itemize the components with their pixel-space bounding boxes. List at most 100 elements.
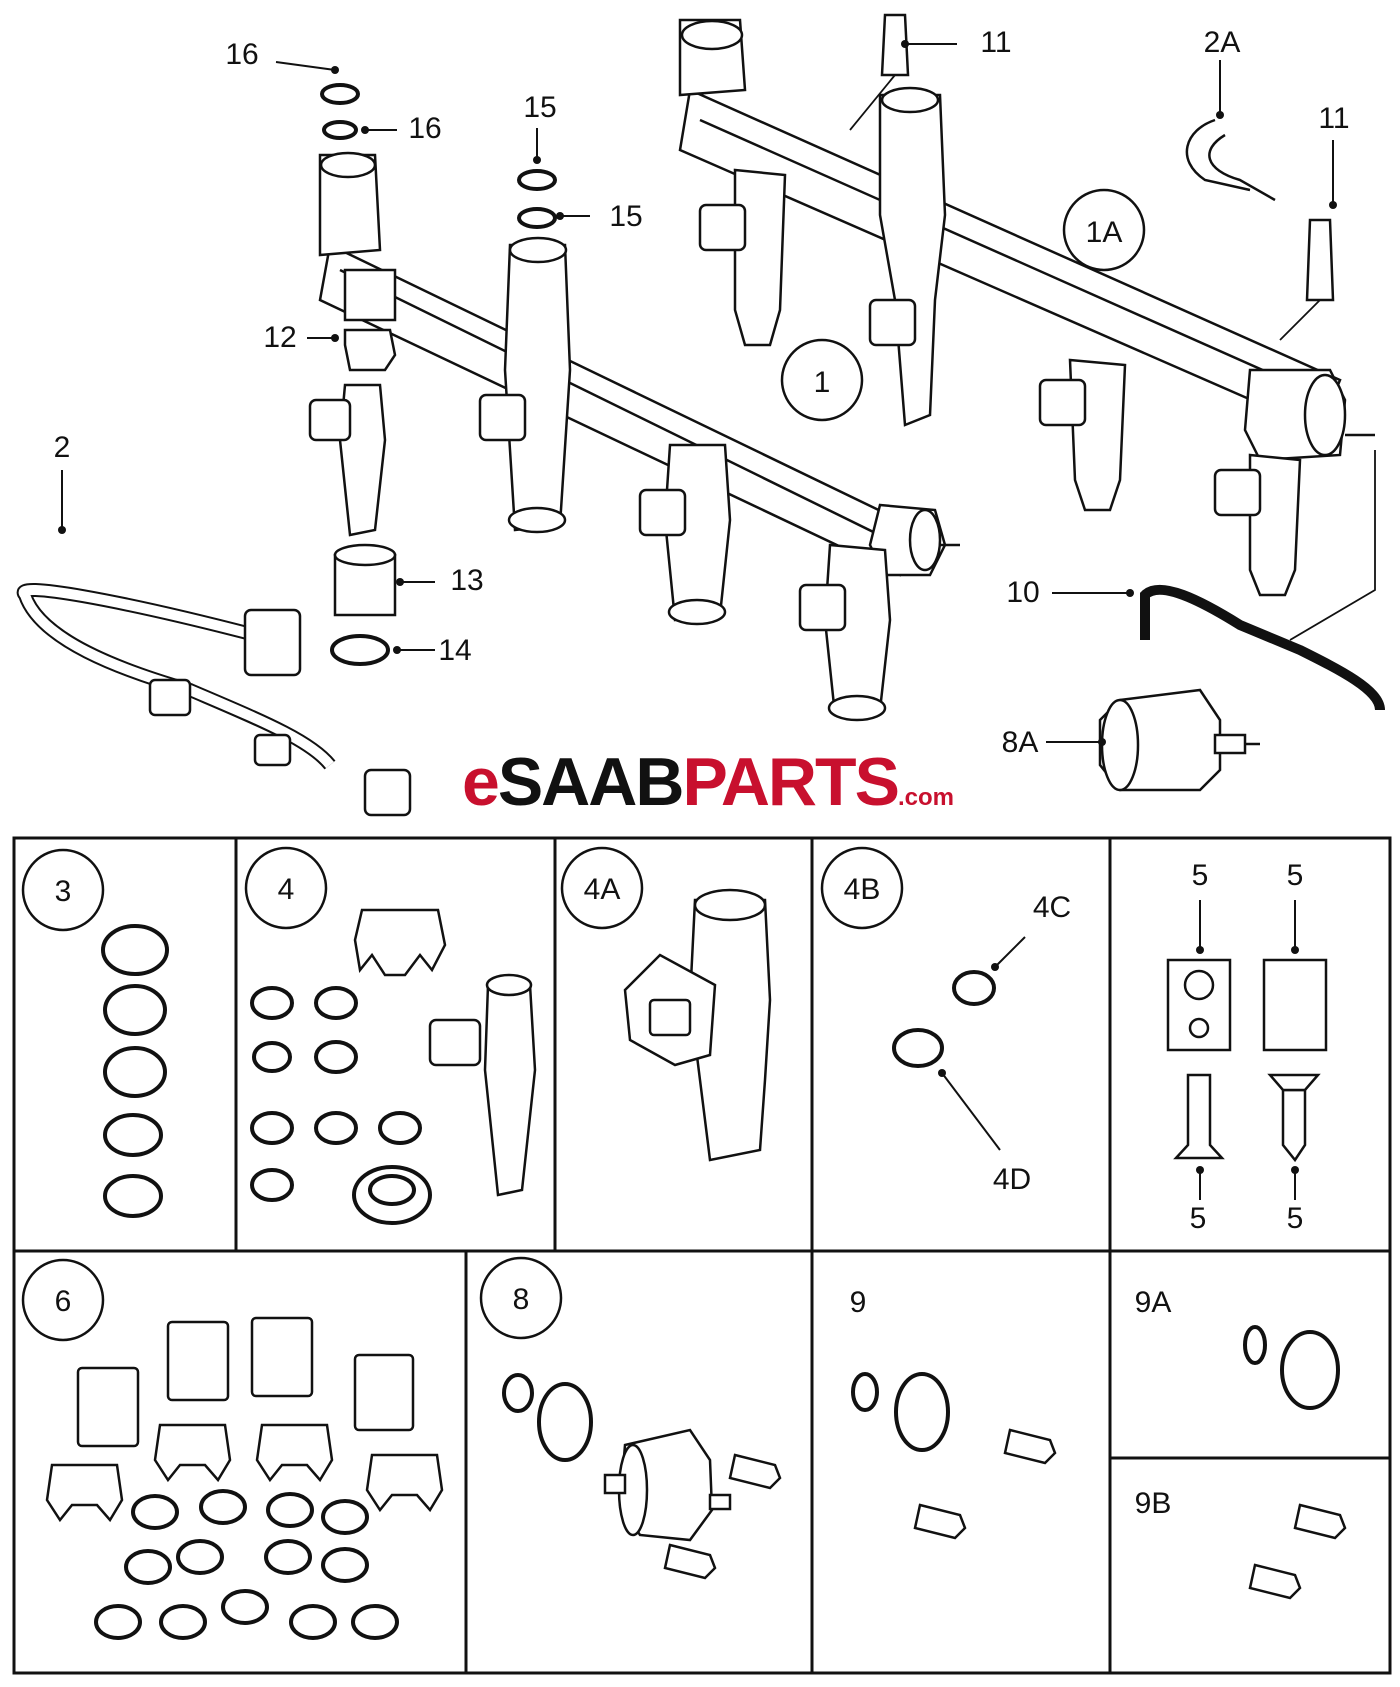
injector-icon (868, 86, 947, 427)
callout-5-bottom-right: 5 (1287, 1202, 1304, 1235)
o-ring-icon (94, 1604, 142, 1640)
exploded-injector-stack (308, 83, 397, 666)
svg-text:1A: 1A (1086, 216, 1123, 249)
o-ring-icon (378, 1111, 422, 1145)
o-ring-icon (314, 1111, 358, 1145)
hose-10 (1140, 584, 1385, 711)
o-ring-icon (124, 1549, 172, 1585)
panel-4A-injector: 4A (560, 846, 772, 1162)
esaabparts-logo: eSAABPARTS.com (462, 744, 954, 820)
callout-1: 1 (780, 338, 864, 422)
bolt-icon (663, 1543, 717, 1580)
injector-icon (623, 888, 772, 1162)
o-ring-icon (266, 1492, 314, 1528)
rear-injectors (698, 86, 1302, 597)
fuel-rail-1A (678, 18, 1375, 462)
fuel-rail-1 (318, 151, 960, 577)
svg-text:6: 6 (55, 1285, 72, 1318)
o-ring-icon (103, 984, 167, 1036)
svg-text:4: 4 (278, 873, 295, 906)
o-ring-icon (952, 970, 996, 1006)
bolt-icon (1003, 1428, 1057, 1465)
bolt-icon (913, 1503, 967, 1540)
o-ring-icon (1243, 1325, 1267, 1365)
panel-8-pressure-regulator-kit: 8 (479, 1256, 782, 1580)
o-ring-icon (517, 207, 557, 229)
panel-9-regulator-seals-bolts: 9 (850, 1286, 1057, 1540)
o-ring-icon (892, 1028, 944, 1068)
panel-9A-seals: 9A (1135, 1286, 1340, 1410)
callout-11: 11 (1318, 102, 1349, 135)
o-ring-icon (250, 1111, 294, 1145)
o-ring-icon (250, 1168, 294, 1202)
svg-text:1: 1 (814, 366, 831, 399)
injector-icon (638, 443, 732, 626)
callout-2: 2 (54, 431, 71, 464)
callout-15-top: 15 (523, 91, 556, 124)
callout-13: 13 (450, 564, 483, 597)
o-ring-icon (320, 83, 360, 105)
o-ring-icon (1280, 1330, 1340, 1410)
o-ring-icon (502, 1373, 534, 1413)
front-injectors (478, 236, 892, 722)
o-ring-icon (103, 1174, 163, 1218)
bolt-icon (1173, 1073, 1225, 1160)
o-ring-icon (321, 1499, 369, 1535)
o-ring-icon (103, 1046, 167, 1098)
clip-icon (45, 1463, 124, 1523)
o-ring-icon (851, 1372, 879, 1412)
o-ring-icon (351, 1604, 399, 1640)
callout-10: 10 (1006, 576, 1039, 609)
callout-5-top-left: 5 (1192, 859, 1209, 892)
pressure-regulator-icon (603, 1428, 732, 1542)
svg-text:8: 8 (513, 1283, 530, 1316)
callout-4C: 4C (1033, 891, 1071, 924)
fittings-11 (849, 13, 1335, 341)
pressure-regulator-icon (1098, 688, 1260, 792)
o-ring-icon (894, 1372, 950, 1452)
callout-5-bottom-left: 5 (1190, 1202, 1207, 1235)
svg-text:4B: 4B (844, 873, 881, 906)
callout-8A: 8A (1002, 726, 1039, 759)
panel-5-gasket-screws: 5 5 5 5 (1166, 859, 1328, 1235)
injector-icon (428, 973, 537, 1197)
callout-12: 12 (263, 321, 296, 354)
o-ring-icon (322, 120, 358, 140)
callout-16: 16 (408, 112, 441, 145)
o-ring-icon (321, 1547, 369, 1583)
injector-icon (308, 383, 387, 537)
o-rings-15 (517, 169, 557, 229)
wiring-harness-icon (16, 582, 412, 817)
o-ring-icon (131, 1494, 179, 1530)
clip-2A (1185, 118, 1276, 202)
o-ring-icon (159, 1604, 207, 1640)
callout-14: 14 (438, 634, 471, 667)
bolt-icon (1281, 1088, 1307, 1163)
o-ring-icon (314, 986, 358, 1020)
callout-5-top-right: 5 (1287, 859, 1304, 892)
o-ring-icon (330, 634, 390, 666)
clip-icon (353, 908, 447, 977)
injector-icon (798, 543, 892, 722)
svg-text:9A: 9A (1135, 1286, 1172, 1319)
callout-4D: 4D (993, 1163, 1031, 1196)
bolt-icon (728, 1453, 782, 1490)
clip-icon (255, 1423, 334, 1483)
svg-text:3: 3 (55, 875, 72, 908)
clip-icon (153, 1423, 232, 1483)
clip-icon (343, 328, 397, 372)
injector-icon (698, 168, 787, 347)
injector-icon (478, 236, 572, 534)
injector-icon (1213, 453, 1302, 597)
o-ring-icon (252, 1041, 292, 1073)
panel-9B-bolts: 9B (1135, 1487, 1347, 1600)
o-ring-icon (537, 1382, 593, 1462)
bolt-icon (1248, 1563, 1302, 1600)
o-ring-icon (517, 169, 557, 191)
clip-icon (365, 1453, 444, 1513)
callout-16-top: 16 (225, 38, 258, 71)
o-ring-icon (103, 1113, 163, 1157)
callout-15: 15 (609, 200, 642, 233)
callout-11-top: 11 (980, 26, 1011, 59)
